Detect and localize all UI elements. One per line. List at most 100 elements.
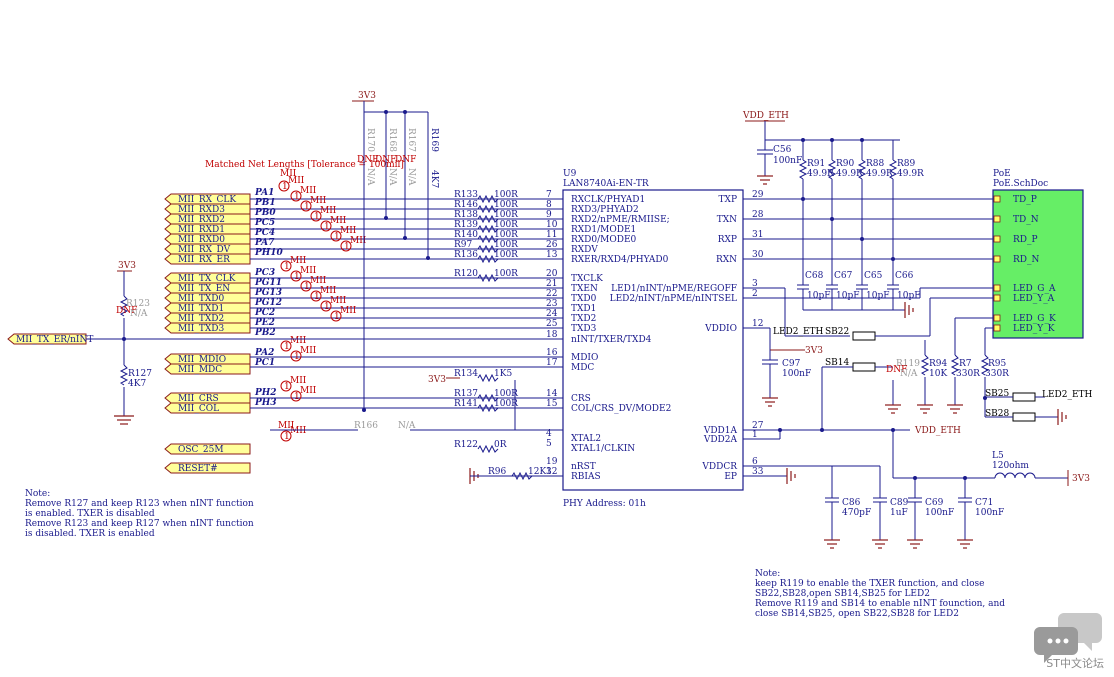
series-res-ref: R140 <box>454 230 478 240</box>
u9-pin-name: CRS <box>571 394 591 404</box>
mcu-pin-label: PH10 <box>254 248 284 258</box>
note-line: Remove R119 and SB14 to enable nINT foun… <box>755 599 1005 609</box>
series-res-ref: R122 <box>454 440 478 450</box>
port-label: OSC_25M <box>178 445 224 455</box>
cap-ref: C67 <box>834 271 853 281</box>
term-res-ref: R90 <box>836 159 855 169</box>
c97-val: 100nF <box>782 369 811 379</box>
mcu-pin-label: PE2 <box>254 318 275 328</box>
port-osc-25m[interactable] <box>164 443 251 455</box>
series-res-ref: R133 <box>454 190 478 200</box>
poe-sheet-pins: TD_PTD_NRD_PRD_NLED_G_ALED_Y_ALED_G_KLED… <box>993 195 1056 334</box>
port-label: MII_TX_CLK <box>178 274 236 284</box>
u9-pin-name: RXN <box>716 255 737 265</box>
u9-pin-name: LED2/nINT/nPME/nINTSEL <box>610 294 737 304</box>
na-r170: N/A <box>365 168 375 186</box>
note-line: keep R119 to enable the TXER function, a… <box>755 579 984 589</box>
note-line: Remove R123 and keep R127 when nINT func… <box>25 519 254 529</box>
series-res-val: 100R <box>494 230 518 240</box>
port-reset-[interactable] <box>164 462 251 474</box>
svg-text:1: 1 <box>294 392 300 402</box>
svg-text:1: 1 <box>284 432 290 442</box>
note-title: Note: <box>25 489 50 499</box>
port-label: RESET# <box>178 464 218 474</box>
cap-val: 100nF <box>925 508 954 518</box>
u9-pin-name: VDDCR <box>701 462 737 472</box>
series-res-ref: R120 <box>454 269 478 279</box>
dnf-r170: DNF <box>357 155 378 165</box>
svg-text:1: 1 <box>282 182 288 192</box>
u9-pin-name: nRST <box>571 462 596 472</box>
mii-label: MII <box>330 296 347 306</box>
mcu-pin-label: PC1 <box>254 358 275 368</box>
svg-text:1: 1 <box>314 292 320 302</box>
r123-dnf: DNF <box>116 306 137 316</box>
cap-val: 10pF <box>866 291 889 301</box>
svg-text:1: 1 <box>304 282 310 292</box>
poe-pin-label: RD_N <box>1013 255 1039 265</box>
cap-ref: C65 <box>864 271 883 281</box>
mcu-pin-label: PH3 <box>254 398 277 408</box>
mii-label: MII <box>340 306 357 316</box>
u9-pin-number: 1 <box>752 430 758 440</box>
u9-pin-number: 24 <box>546 309 558 319</box>
svg-text:1: 1 <box>294 352 300 362</box>
mcu-pin-label: PC2 <box>254 308 275 318</box>
cap-val: 470pF <box>842 508 871 518</box>
r95-val: 330R <box>985 369 1009 379</box>
note-line: close SB14,SB25, open SB22,SB28 for LED2 <box>755 609 959 619</box>
l5-3v3-label: 3V3 <box>1072 474 1090 484</box>
mii-label: MII <box>290 426 307 436</box>
mii-label-top: MII <box>280 169 297 179</box>
cap-ref: C69 <box>925 498 944 508</box>
r127-ref: R127 <box>128 369 152 379</box>
cap-val: 10pF <box>897 291 920 301</box>
mii-label: MII <box>330 216 347 226</box>
poe-doc: PoE.SchDoc <box>993 179 1048 189</box>
port-label: MII_RXD0 <box>178 235 225 245</box>
note-line: SB22,SB28,open SB14,SB25 for LED2 <box>755 589 930 599</box>
mcu-pin-label: PG11 <box>254 278 282 288</box>
port-mii-mdio[interactable] <box>164 353 251 365</box>
r7-val: 330R <box>956 369 980 379</box>
series-res-val: 12K1 <box>528 467 552 477</box>
mcu-pin-label: PC4 <box>254 228 275 238</box>
cap-val: 1uF <box>890 508 908 518</box>
u9-pin-name: RXCLK/PHYAD1 <box>571 195 645 205</box>
port-label: MII_RXD3 <box>178 205 225 215</box>
series-res-val: 100R <box>494 389 518 399</box>
term-res-val: 49.9R <box>897 169 924 179</box>
matched-net-label: Matched Net Lengths [Tolerance = 100mil] <box>205 160 404 170</box>
cap-ref: C68 <box>805 271 824 281</box>
u9-pin-number: 25 <box>546 319 558 329</box>
vddio-3v3-label: 3V3 <box>805 346 823 356</box>
mii-label: MII <box>290 256 307 266</box>
poe-pin-label: LED_G_A <box>1013 284 1056 294</box>
cap-val: 10pF <box>807 291 830 301</box>
u9-pin-name: MDC <box>571 363 594 373</box>
port-label: MII_RXD2 <box>178 215 225 225</box>
forum-logo <box>1034 609 1104 669</box>
sb14-ref: SB14 <box>825 358 850 368</box>
r123-na: N/A <box>130 309 148 319</box>
poe-sheet-block[interactable] <box>992 189 1084 339</box>
series-res-ref: R139 <box>454 220 478 230</box>
series-res-val: 100R <box>494 190 518 200</box>
port-label: MII_CRS <box>178 394 219 404</box>
u9-pin-number: 18 <box>546 330 558 340</box>
u9-pin-number: 15 <box>546 399 558 409</box>
poe-pin-label: LED_Y_A <box>1013 294 1055 304</box>
c56-ref: C56 <box>773 145 792 155</box>
mii-label: MII <box>300 266 317 276</box>
u9-ref: U9 <box>563 169 577 179</box>
port-label: MII_MDC <box>178 365 222 375</box>
mii-label: MII <box>290 376 307 386</box>
r134-3v3-label: 3V3 <box>428 375 446 385</box>
u9-pin-name: TXP <box>719 195 737 205</box>
dnf-r167: DNF <box>395 155 416 165</box>
r95-ref: R95 <box>988 359 1007 369</box>
port-mii-mdc[interactable] <box>164 363 251 375</box>
u9-pin-number: 19 <box>546 457 558 467</box>
mcu-pin-label: PG12 <box>254 298 282 308</box>
sb25-ref: SB25 <box>985 389 1010 399</box>
